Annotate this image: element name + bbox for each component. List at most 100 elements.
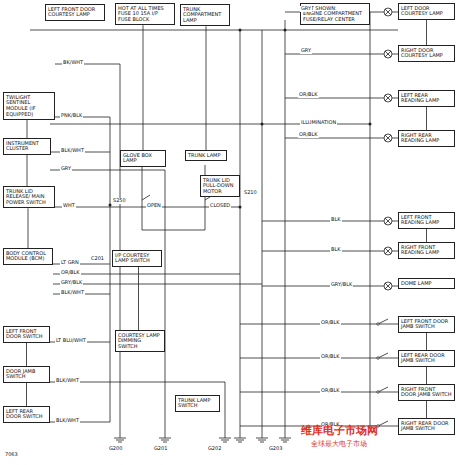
wire-label: OR/BLK [320,388,341,394]
wire-label: G200 [108,446,123,452]
wire-connector [143,25,144,150]
component-name: GLOVE BOX LAMP [123,153,163,165]
component-box: DOOR JAMB SWITCH [3,366,50,383]
wire-label: GRY/BLK [60,280,83,286]
component-name: RIGHT REAR READING LAMP [401,133,452,145]
component-detail: FUSE 10 15A I/P FUSE BLOCK [118,11,172,23]
component-box: I/P COURTESY LAMP SWITCH [112,250,162,267]
wire-connector [426,401,427,419]
component-name: LEFT DOOR COURTESY LAMP [401,6,452,18]
wire-label: GRY [300,6,312,12]
component-name: TRUNK LAMP [188,153,224,159]
component-name: RIGHT FRONT READING LAMP [401,245,452,257]
component-box: LEFT FRONT DOOR COURTESY LAMP [45,4,105,21]
wire-label: OPEN [146,203,162,209]
wire-label: OR/BLK [320,354,341,360]
wire-label: BLK/WHT [55,378,80,384]
wire-label: OR/BLK [298,132,319,138]
lamp-symbols [384,8,392,290]
component-box: LEFT FRONT READING LAMP [398,212,455,229]
component-box: INSTRUMENT CLUSTER [3,138,51,155]
component-name: LEFT FRONT DOOR SWITCH [6,329,47,341]
wire-label: GRY/BLK [330,282,353,288]
wire-label: G203 [268,446,283,452]
component-name: BODY CONTROL MODULE (BCM) [6,251,50,263]
wire-label: BLK/WHT [60,148,85,154]
wire-connector [138,267,139,331]
wire-label: BLK/WHT [60,290,85,296]
component-box: RIGHT REAR READING LAMP [398,130,455,147]
wire-connector [426,20,427,46]
wire-connector [426,229,427,243]
component-box: HOT AT ALL TIMESFUSE 10 15A I/P FUSE BLO… [115,3,175,25]
wire-connector [206,26,207,150]
wire-label: LT GRN [60,260,80,266]
component-name: TWILIGHT SENTINEL MODULE (IF EQUIPPED) [6,95,52,118]
splice-dots [109,29,372,209]
component-box: BODY CONTROL MODULE (BCM) [3,248,53,265]
component-box: GLOVE BOX LAMP [120,150,166,167]
component-box: LEFT DOOR COURTESY LAMP [398,3,455,20]
wire-connector [26,343,27,367]
wire-label: BLK/WHT [55,418,80,424]
watermark: 全球最大电子市场 [310,441,368,449]
wire-label: C201 [90,256,105,262]
wire-label: S250 [112,198,127,204]
component-box: LEFT FRONT DOOR JAMB SWITCH [398,316,455,333]
wire-label: PNK/BLK [60,113,83,119]
wire-label: LT BLU/WHT [55,338,87,344]
wire-connector [426,333,427,351]
wire-connector [27,155,28,187]
component-name: DOME LAMP [401,281,452,287]
component-box: TRUNK LAMP SWITCH [175,395,220,412]
component-name: TRUNK LAMP SWITCH [178,398,217,410]
wire-label: BK/WHT [62,60,84,66]
component-name: RIGHT FRONT DOOR JAMB SWITCH [401,387,452,399]
component-box: RIGHT REAR DOOR JAMB SWITCH [398,418,455,435]
wire-connector [426,367,427,385]
component-name: COURTESY LAMP DIMMING SWITCH [118,333,162,350]
component-name: LEFT REAR DOOR JAMB SWITCH [401,353,452,365]
component-box: TRUNK LAMP [185,150,227,161]
wire-label: S210 [243,190,258,196]
component-name: DOOR JAMB SWITCH [6,369,47,381]
wire-label: OR/BLK [60,270,81,276]
wire-label: ILLUMINATION [300,120,337,126]
component-name: TRUNK COMPARTMENT LAMP [183,7,227,24]
wire-label: 7063 [4,452,19,458]
wire-label: GRY [300,48,312,54]
component-name: LEFT FRONT DOOR JAMB SWITCH [401,319,452,331]
component-name: LEFT REAR DOOR SWITCH [6,409,47,421]
component-name: TRUNK LID RELEASE/ MAIN POWER SWITCH [6,189,52,206]
component-box: LEFT FRONT DOOR SWITCH [3,326,50,343]
wire-label: G201 [153,446,168,452]
wire-label: WHT [62,203,76,209]
component-name: TRUNK LID PULL-DOWN MOTOR [203,178,237,195]
wire-label: OR/BLK [320,320,341,326]
component-box: COURTESY LAMP DIMMING SWITCH [115,330,165,352]
switch-symbols [142,195,388,427]
component-box: TRUNK COMPARTMENT LAMP [180,4,230,26]
ground-symbols [114,438,291,442]
wire-label: OR/BLK [298,92,319,98]
component-box: LEFT REAR READING LAMP [398,90,455,107]
component-detail: ENGINE COMPARTMENT FUSE/RELAY CENTER [303,11,367,23]
component-box: LEFT REAR DOOR SWITCH [3,406,50,423]
component-name: LEFT REAR READING LAMP [401,93,452,105]
component-name: I/P COURTESY LAMP SWITCH [115,253,159,265]
component-box: LEFT REAR DOOR JAMB SWITCH [398,350,455,367]
wire-label: GRY [60,166,72,172]
component-box: DOME LAMP [398,278,455,289]
component-box: RIGHT FRONT DOOR JAMB SWITCH [398,384,455,401]
component-name: LEFT FRONT READING LAMP [401,215,452,227]
component-name: INSTRUMENT CLUSTER [6,141,48,153]
wire-connector [27,120,28,138]
component-box: RIGHT FRONT READING LAMP [398,242,455,259]
component-box: RIGHT DOOR COURTESY LAMP [398,45,455,62]
component-box: TRUNK LID PULL-DOWN MOTOR [200,175,240,197]
component-name: LEFT FRONT DOOR COURTESY LAMP [48,7,102,19]
component-box: TRUNK LID RELEASE/ MAIN POWER SWITCH [3,186,55,208]
wire-label: BLK [330,247,342,253]
